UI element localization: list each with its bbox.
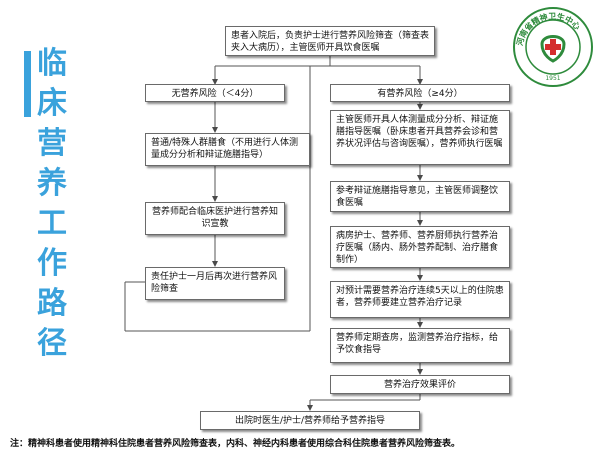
page-title-char: 临 xyxy=(37,46,67,81)
page-title-char: 营 xyxy=(37,126,67,161)
risk-step-rounds: 营养师定期查房，监测营养治疗指标，给予饮食指导 xyxy=(330,328,510,363)
no-risk-step-diet: 普通/特殊人群膳食（不用进行人体测量成分分析和辩证施膳指导） xyxy=(145,133,310,166)
page-title-char: 养 xyxy=(37,166,67,201)
no-risk-step-rescreen: 责任护士一月后再次进行营养风险筛查 xyxy=(145,267,285,300)
risk-step-adjust-diet: 参考辩证施膳指导意见，主管医师调整饮食医嘱 xyxy=(330,181,510,212)
risk-step-evaluation: 营养治疗效果评价 xyxy=(330,375,510,394)
risk-step-execute: 病房护士、营养师、营养厨师执行营养治疗医嘱（肠内、肠外营养配制、治疗膳食制作） xyxy=(330,226,510,268)
risk-step-record: 对预计需要营养治疗连续5天以上的住院患者，营养师要建立营养治疗记录 xyxy=(330,281,510,318)
logo-year: 1951 xyxy=(545,75,560,82)
footnote: 注：精神科患者使用精神科住院患者营养风险筛查表，内科、神经内科患者使用综合科住院… xyxy=(10,439,461,449)
page-title-char: 路 xyxy=(37,286,67,321)
no-risk-box: 无营养风险（＜4分） xyxy=(145,84,285,102)
has-risk-box: 有营养风险（≥4分） xyxy=(330,84,510,102)
page-title: 临床营养工作路径 xyxy=(36,44,68,364)
page-title-char: 作 xyxy=(37,246,67,281)
admission-box: 患者入院后，负责护士进行营养风险筛查（筛查表夹入大病历），主管医师开具饮食医嘱 xyxy=(225,26,435,56)
no-risk-step-education: 营养师配合临床医护进行营养知识宣教 xyxy=(145,202,285,235)
risk-step-analysis: 主管医师开具人体测量成分分析、辩证施膳指导医嘱（卧床患者开具营养会诊和营养状况评… xyxy=(330,110,510,165)
page-title-char: 径 xyxy=(37,326,67,361)
page-title-char: 工 xyxy=(37,206,67,241)
title-accent-bar xyxy=(24,51,31,117)
discharge-box: 出院时医生/护士/营养师给予营养指导 xyxy=(200,411,420,430)
page-title-char: 床 xyxy=(37,86,67,121)
hospital-logo: 河南省精神卫生中心 1951 xyxy=(513,7,593,87)
